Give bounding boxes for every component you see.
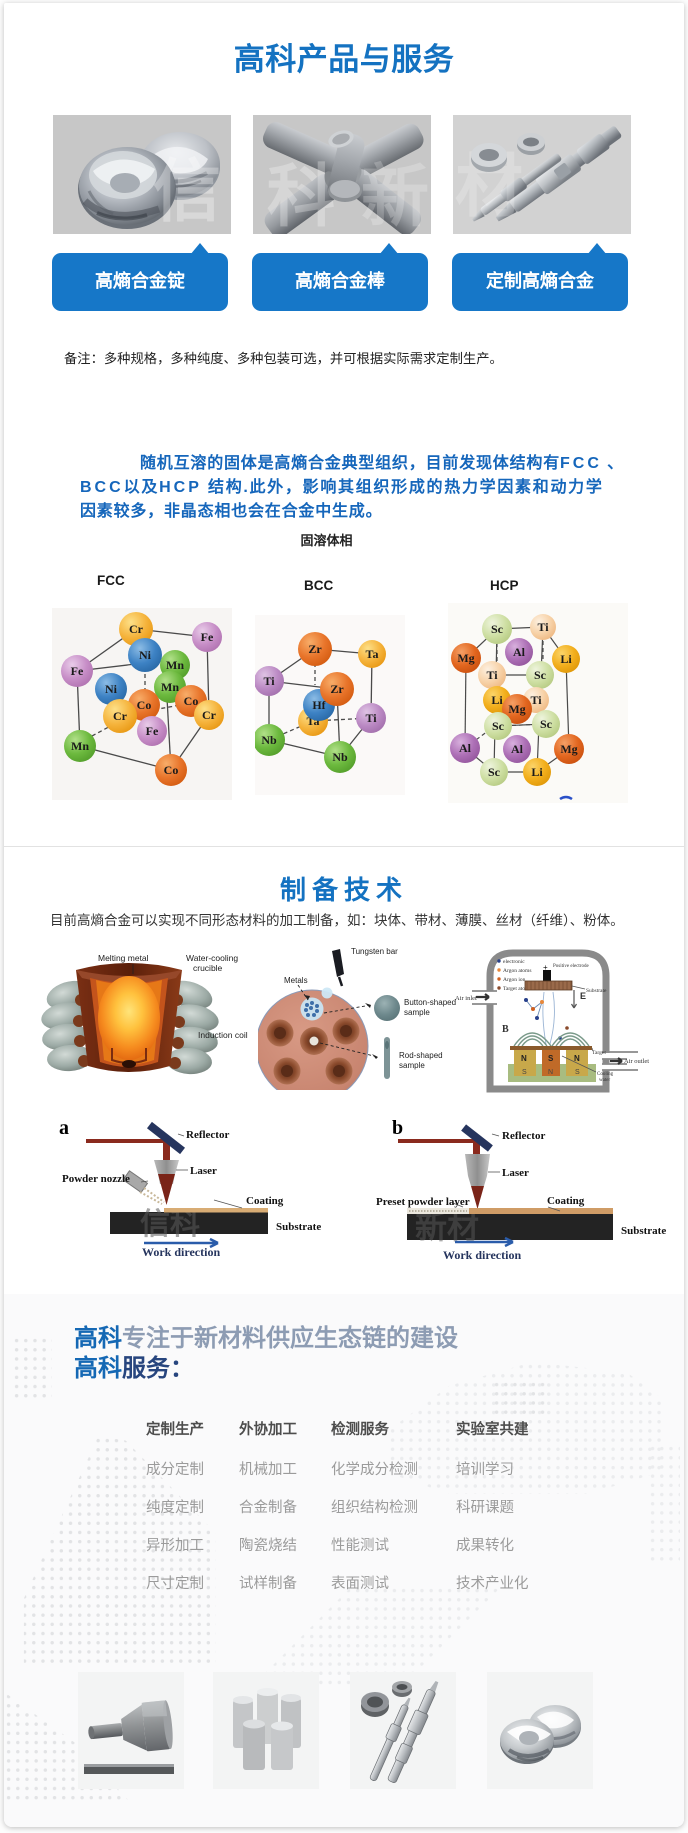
svg-text:Air outlet: Air outlet [624, 1058, 649, 1065]
svg-text:sample: sample [404, 1008, 430, 1017]
svg-text:Air inlet: Air inlet [455, 995, 477, 1002]
svg-text:Work direction: Work direction [443, 1248, 521, 1262]
svg-text:Mn: Mn [71, 739, 89, 753]
svg-text:Preset powder layer: Preset powder layer [376, 1196, 470, 1208]
svg-text:Target atom: Target atom [503, 986, 530, 992]
svg-text:Coating: Coating [547, 1195, 585, 1207]
svg-text:Substrate: Substrate [276, 1221, 321, 1233]
svg-text:Li: Li [560, 652, 572, 666]
svg-text:Ni: Ni [139, 648, 152, 662]
svg-text:B: B [502, 1024, 509, 1035]
svg-text:Sc: Sc [534, 668, 547, 682]
svg-text:Ti: Ti [530, 693, 542, 707]
svg-text:Li: Li [491, 693, 503, 707]
svg-text:water: water [599, 1078, 610, 1083]
svg-text:Work direction: Work direction [142, 1245, 220, 1259]
svg-text:Al: Al [511, 742, 524, 756]
svg-text:E: E [580, 991, 586, 1001]
svg-text:Sc: Sc [492, 719, 505, 733]
svg-text:Melting metal: Melting metal [98, 953, 149, 963]
svg-text:Powder nozzle: Powder nozzle [62, 1173, 130, 1185]
svg-text:Fe: Fe [71, 664, 84, 678]
svg-text:Button-shaped: Button-shaped [404, 998, 456, 1007]
svg-text:Fe: Fe [146, 724, 159, 738]
svg-text:Argon ion: Argon ion [503, 977, 526, 983]
svg-text:新材: 新材 [415, 1209, 479, 1245]
svg-text:electronic: electronic [503, 959, 525, 965]
svg-text:Al: Al [459, 741, 472, 755]
svg-text:Ni: Ni [105, 682, 118, 696]
svg-text:Nb: Nb [332, 750, 348, 764]
svg-text:Sc: Sc [540, 717, 553, 731]
svg-text:Laser: Laser [190, 1165, 217, 1177]
svg-text:Ta: Ta [366, 647, 379, 661]
svg-text:Ti: Ti [486, 668, 498, 682]
svg-text:Mg: Mg [457, 651, 474, 665]
svg-text:Ti: Ti [537, 620, 549, 634]
svg-text:Mn: Mn [166, 658, 184, 672]
svg-text:新: 新 [361, 159, 429, 234]
svg-text:Reflector: Reflector [502, 1130, 545, 1142]
svg-text:Substrate: Substrate [621, 1225, 666, 1237]
svg-text:Li: Li [531, 765, 543, 779]
svg-text:Hf: Hf [312, 698, 326, 712]
svg-text:crucible: crucible [193, 963, 223, 973]
svg-text:Cr: Cr [113, 709, 128, 723]
svg-text:Fe: Fe [201, 630, 214, 644]
svg-text:Al: Al [513, 645, 526, 659]
svg-text:Tungsten bar: Tungsten bar [351, 947, 398, 956]
svg-text:Target: Target [592, 1050, 606, 1056]
svg-text:Coating: Coating [246, 1195, 284, 1207]
svg-text:Co: Co [164, 763, 179, 777]
svg-text:Induction coil: Induction coil [198, 1030, 248, 1040]
svg-text:Reflector: Reflector [186, 1129, 229, 1141]
svg-text:Zr: Zr [308, 642, 322, 656]
svg-text:N: N [521, 1054, 527, 1063]
svg-text:a: a [59, 1117, 69, 1139]
svg-text:Mg: Mg [508, 702, 525, 716]
svg-text:信: 信 [153, 154, 221, 230]
svg-text:Positive electrode: Positive electrode [553, 964, 589, 969]
svg-text:Ti: Ti [365, 711, 377, 725]
svg-text:sample: sample [399, 1061, 425, 1070]
svg-text:Co: Co [184, 694, 199, 708]
svg-text:b: b [392, 1117, 403, 1139]
svg-text:S: S [522, 1069, 527, 1076]
svg-text:S: S [575, 1069, 580, 1076]
svg-text:+: + [543, 963, 548, 972]
svg-text:Cr: Cr [202, 708, 217, 722]
svg-text:N: N [574, 1054, 580, 1063]
svg-text:Argon atoms: Argon atoms [503, 968, 531, 974]
svg-text:Mg: Mg [560, 742, 577, 756]
svg-text:Ti: Ti [263, 674, 275, 688]
svg-text:Water-cooling: Water-cooling [186, 953, 238, 963]
svg-text:科: 科 [267, 159, 335, 234]
svg-text:Cr: Cr [129, 622, 144, 636]
svg-text:Rod-shaped: Rod-shaped [399, 1051, 443, 1060]
svg-text:Mn: Mn [161, 680, 179, 694]
svg-text:信科: 信科 [140, 1208, 200, 1241]
svg-text:Substrate: Substrate [586, 988, 607, 994]
svg-text:Sc: Sc [488, 765, 501, 779]
svg-text:Sc: Sc [491, 622, 504, 636]
svg-text:Laser: Laser [502, 1167, 529, 1179]
svg-text:N: N [548, 1069, 553, 1076]
svg-text:Cooling: Cooling [597, 1072, 614, 1077]
svg-text:Metals: Metals [284, 976, 308, 985]
svg-text:Co: Co [137, 698, 152, 712]
svg-text:Nb: Nb [261, 733, 277, 747]
svg-text:Zr: Zr [330, 682, 344, 696]
svg-text:S: S [548, 1054, 554, 1063]
